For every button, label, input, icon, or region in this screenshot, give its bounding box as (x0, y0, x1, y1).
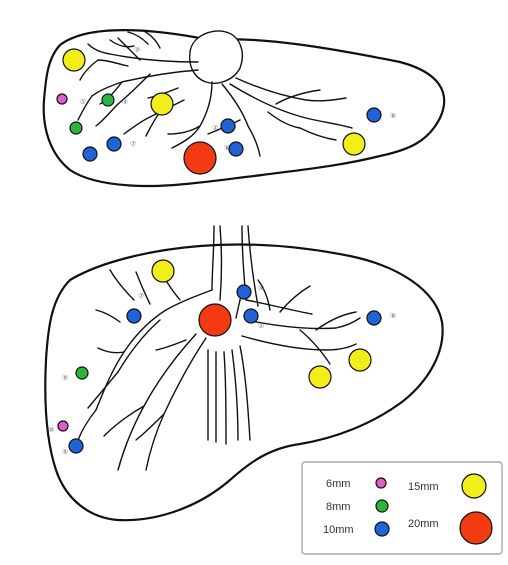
annotation-number: ③ (134, 46, 140, 54)
legend-swatch-8mm (376, 500, 388, 512)
tumor-marker-8mm[interactable] (102, 94, 114, 106)
tumor-marker-10mm[interactable] (367, 108, 381, 122)
tumor-marker-6mm[interactable] (58, 421, 68, 431)
tumor-marker-10mm[interactable] (244, 309, 258, 323)
tumor-marker-15mm[interactable] (349, 349, 371, 371)
tumor-marker-10mm[interactable] (221, 119, 235, 133)
annotation-number: ⑦ (138, 292, 144, 300)
top-vena-cava (190, 31, 243, 83)
annotation-number: ② (212, 124, 218, 132)
legend: 6mm 8mm 10mm 15mm 20mm (302, 462, 502, 554)
tumor-marker-20mm[interactable] (184, 142, 216, 174)
annotation-number: ⑨ (62, 374, 68, 382)
bottom-markers (58, 260, 381, 453)
annotation-number: ⑦ (130, 140, 136, 148)
legend-label-20mm: 20mm (408, 518, 439, 530)
tumor-marker-15mm[interactable] (63, 49, 85, 71)
annotation-number: ① (80, 98, 86, 106)
legend-label-8mm: 8mm (326, 501, 350, 513)
legend-label-6mm: 6mm (326, 478, 350, 490)
legend-label-15mm: 15mm (408, 481, 439, 493)
tumor-marker-10mm[interactable] (237, 285, 251, 299)
annotation-number: ④ (258, 284, 264, 292)
bottom-vessel-tree (78, 226, 360, 470)
tumor-marker-15mm[interactable] (151, 93, 173, 115)
tumor-marker-8mm[interactable] (70, 122, 82, 134)
tumor-marker-15mm[interactable] (343, 133, 365, 155)
legend-label-10mm: 10mm (323, 524, 354, 536)
legend-swatch-6mm (376, 478, 386, 488)
tumor-marker-10mm[interactable] (127, 309, 141, 323)
tumor-marker-10mm[interactable] (229, 142, 243, 156)
tumor-marker-6mm[interactable] (57, 94, 67, 104)
legend-swatch-10mm (375, 522, 389, 536)
tumor-marker-15mm[interactable] (152, 260, 174, 282)
legend-swatch-20mm (460, 512, 492, 544)
annotation-number: ⑧ (390, 112, 396, 120)
tumor-marker-10mm[interactable] (107, 137, 121, 151)
annotation-number: ⑩ (48, 426, 54, 434)
tumor-marker-20mm[interactable] (199, 304, 231, 336)
tumor-marker-15mm[interactable] (309, 366, 331, 388)
tumor-marker-8mm[interactable] (76, 367, 88, 379)
annotation-number: ⑧ (390, 312, 396, 320)
tumor-marker-10mm[interactable] (367, 311, 381, 325)
annotation-number: ② (258, 322, 264, 330)
tumor-marker-10mm[interactable] (83, 147, 97, 161)
top-liver-view: ① ④ ⑦ ② ⑥ ⑧ ③ (44, 30, 444, 186)
annotation-number: ④ (122, 98, 128, 106)
tumor-marker-10mm[interactable] (69, 439, 83, 453)
legend-swatch-15mm (462, 474, 486, 498)
top-liver-outline (44, 30, 444, 186)
annotation-number: ⑤ (62, 448, 68, 456)
